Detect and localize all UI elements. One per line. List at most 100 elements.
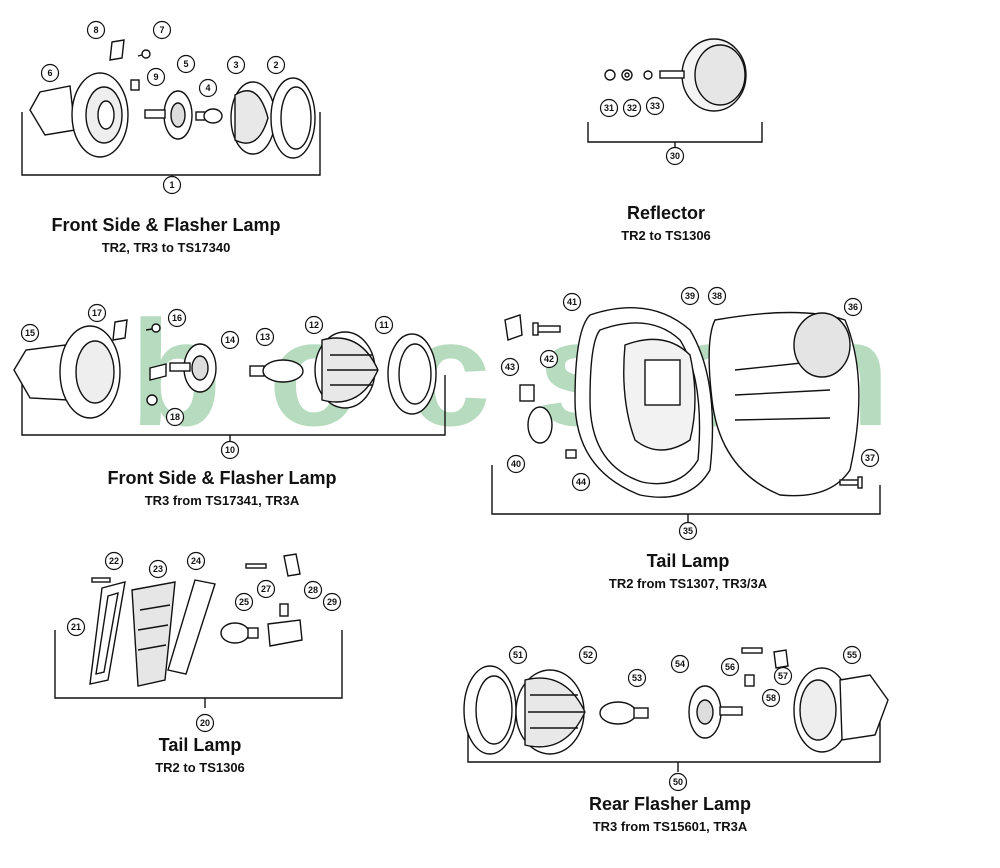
callout-24: 24 [186,551,206,571]
bulb-holder-part-14 [149,343,217,393]
bulb-part-40 [519,384,553,444]
callout-number: 20 [200,718,210,728]
bulb-holder-part-54 [688,685,743,739]
callout-number: 12 [309,320,319,330]
group-title: Rear Flasher Lamp [588,794,752,814]
callout-38: 38 [707,286,727,306]
lens-part-52 [515,669,586,755]
callout-number: 24 [191,556,201,566]
callout-number: 33 [650,101,660,111]
callout-number: 1 [169,180,174,190]
group-title: Front Side & Flasher Lamp [107,468,337,488]
callout-circle [148,559,168,579]
holder-part-29 [267,603,303,647]
group-subtitle: TR3 from TS15601, TR3A [592,819,748,834]
callout-20: 20 [195,713,215,733]
callout-number: 28 [308,585,318,595]
callout-number: 36 [848,302,858,312]
callout-number: 13 [260,332,270,342]
callout-54: 54 [670,654,690,674]
callout-number: 54 [675,659,685,669]
callout-circle [162,175,182,195]
screw-part-56 [741,647,763,654]
callout-number: 30 [670,151,680,161]
callout-number: 8 [93,25,98,35]
callout-4: 4 [198,78,218,98]
group-title: Tail Lamp [646,551,730,571]
callout-40: 40 [506,454,526,474]
housing-part-15 [13,325,121,419]
clip-part-57 [773,649,789,669]
group-rear-flasher-lamp [463,647,889,772]
screw-part-42 [532,322,561,336]
callout-circle [266,55,286,75]
callout-number: 51 [513,650,523,660]
callout-8: 8 [86,20,106,40]
callout-51: 51 [508,645,528,665]
callout-1: 1 [162,175,182,195]
callout-18: 18 [165,407,185,427]
housing-part-55 [793,667,889,753]
lens-part-3 [230,81,276,155]
clip-part-9 [130,79,140,91]
clip-part-43 [504,314,523,341]
bracket-35 [491,465,881,515]
callout-15: 15 [20,323,40,343]
callout-11: 11 [374,315,394,335]
callout-number: 16 [172,313,182,323]
callout-number: 58 [766,693,776,703]
callout-53: 53 [627,668,647,688]
callout-number: 32 [627,103,637,113]
callout-circle [627,668,647,688]
callout-circle [562,292,582,312]
screw-part-22 [91,577,111,583]
group-tail-lamp-late [491,307,881,522]
callout-number: 14 [225,335,235,345]
callout-31: 31 [599,98,619,118]
callout-number: 31 [604,103,614,113]
reflector-part-36 [793,312,851,378]
callout-6: 6 [40,63,60,83]
callout-number: 22 [109,556,119,566]
callout-2: 2 [266,55,286,75]
rim-part-2 [270,77,316,159]
callout-circle [645,96,665,116]
callout-number: 40 [511,459,521,469]
callout-circle [255,327,275,347]
grommet-part-44 [565,449,577,459]
callout-number: 17 [92,308,102,318]
callout-number: 18 [170,412,180,422]
callout-52: 52 [578,645,598,665]
bulb-part-25 [220,622,259,644]
callout-circle [220,440,240,460]
callout-37: 37 [860,448,880,468]
bracket-20 [54,630,343,699]
callout-circle [860,448,880,468]
callout-number: 27 [261,584,271,594]
callout-25: 25 [234,592,254,612]
callout-number: 6 [47,68,52,78]
callout-circle [146,67,166,87]
callout-number: 43 [505,362,515,372]
callout-number: 15 [25,328,35,338]
callout-35: 35 [678,521,698,541]
callout-circle [167,308,187,328]
callout-circle [761,688,781,708]
callout-circle [87,303,107,323]
bracket-30 [587,122,763,143]
nut-part-31 [604,69,616,81]
bulb-part-4 [195,108,223,124]
callout-number: 39 [685,291,695,301]
group-title: Front Side & Flasher Lamp [51,215,281,235]
clip-part-58 [744,674,755,687]
callout-56: 56 [720,657,740,677]
bulb-part-13 [249,359,304,383]
callout-circle [226,55,246,75]
callout-number: 25 [239,597,249,607]
callout-58: 58 [761,688,781,708]
callout-circle [539,349,559,369]
callout-43: 43 [500,357,520,377]
screw-part-37 [839,476,863,489]
callout-number: 37 [865,453,875,463]
